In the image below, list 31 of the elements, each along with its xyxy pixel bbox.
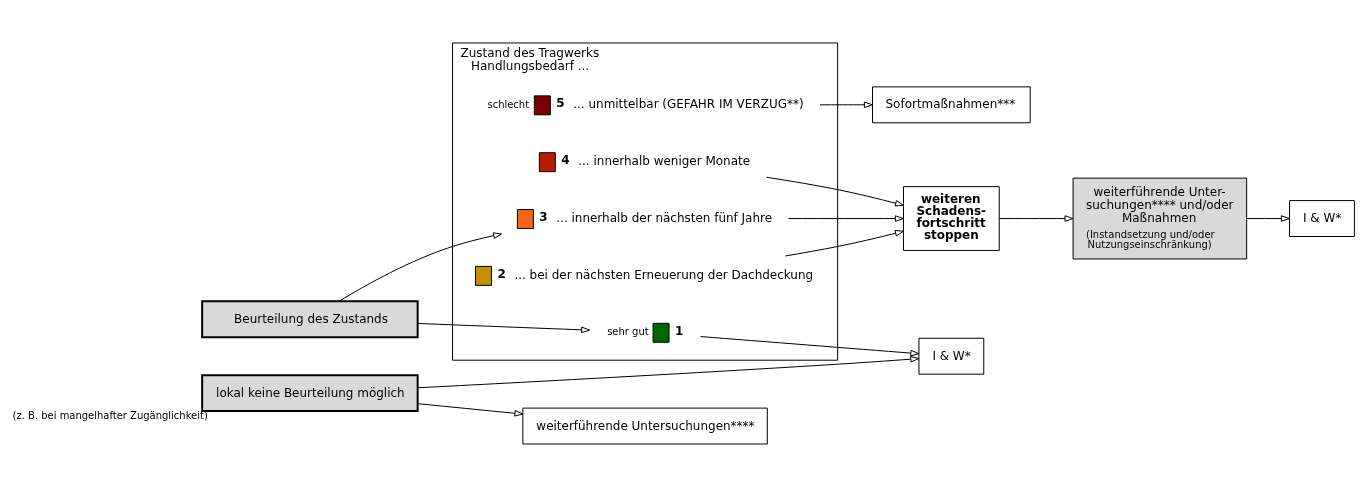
node-box: Beurteilung des Zustands	[201, 299, 419, 338]
node-box: weiterführende Unter- suchungen**** und/oder Maßnahmen (Instandsetzung und/oder Nutzungseinschränkung)	[1072, 177, 1248, 259]
arrow	[784, 229, 904, 256]
node-label: ... innerhalb weniger Monate	[578, 153, 751, 168]
node-label: sehr gut	[607, 325, 649, 337]
node-label: 3	[539, 209, 548, 224]
arrow	[1246, 214, 1290, 222]
arrow	[417, 355, 920, 388]
arrow	[819, 101, 873, 108]
node-label: 1	[675, 323, 684, 338]
node-box: I & W*	[918, 337, 985, 375]
node-label: 4	[561, 152, 570, 167]
arrow	[998, 214, 1074, 222]
node-label: (z. B. bei mangelhafter Zugänglichkeit)	[12, 409, 208, 421]
node-box: weiteren Schadens- fortschritt stoppen	[902, 185, 1000, 251]
arrow	[417, 402, 524, 417]
node-label: 2	[497, 266, 506, 281]
arrow	[766, 176, 904, 206]
arrow	[787, 214, 904, 222]
arrow	[700, 335, 920, 356]
arrow	[338, 231, 503, 302]
node-label: ... unmittelbar (GEFAHR IM VERZUG**)	[573, 96, 804, 111]
node-label: schlecht	[487, 98, 530, 110]
node-box: Sofortmaßnahmen***	[872, 85, 1031, 123]
arrow	[417, 322, 591, 333]
node-label: ... bei der nächsten Erneuerung der Dachdeckung	[514, 267, 814, 282]
node-label: 5	[556, 95, 565, 110]
node-box: weiterführende Untersuchungen****	[522, 407, 768, 444]
node-box: lokal keine Beurteilung möglich	[201, 373, 419, 412]
node-label: ... innerhalb der nächsten fünf Jahre	[556, 210, 773, 225]
node-box: I & W*	[1289, 199, 1355, 237]
